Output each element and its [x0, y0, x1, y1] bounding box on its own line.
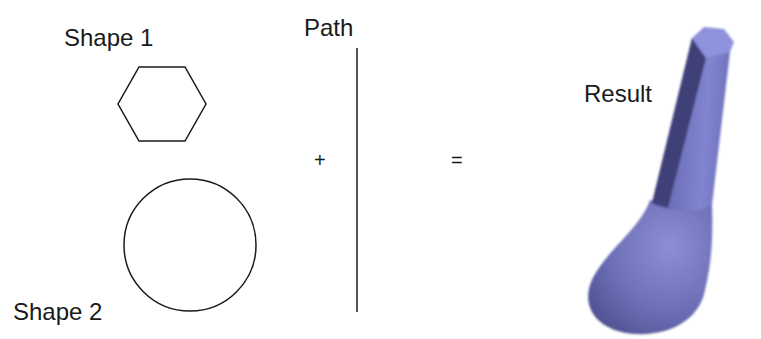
- equals-sign: =: [451, 150, 463, 170]
- path-line: [356, 48, 358, 312]
- result-label: Result: [584, 82, 652, 106]
- path-label: Path: [304, 16, 353, 40]
- result-solid: [588, 27, 734, 334]
- plus-sign: +: [314, 150, 326, 170]
- hexagon-shape: [118, 67, 206, 141]
- shape-label: Shape 2: [13, 300, 102, 324]
- shape-label: Shape 1: [64, 26, 153, 50]
- circle-shape: [124, 179, 256, 311]
